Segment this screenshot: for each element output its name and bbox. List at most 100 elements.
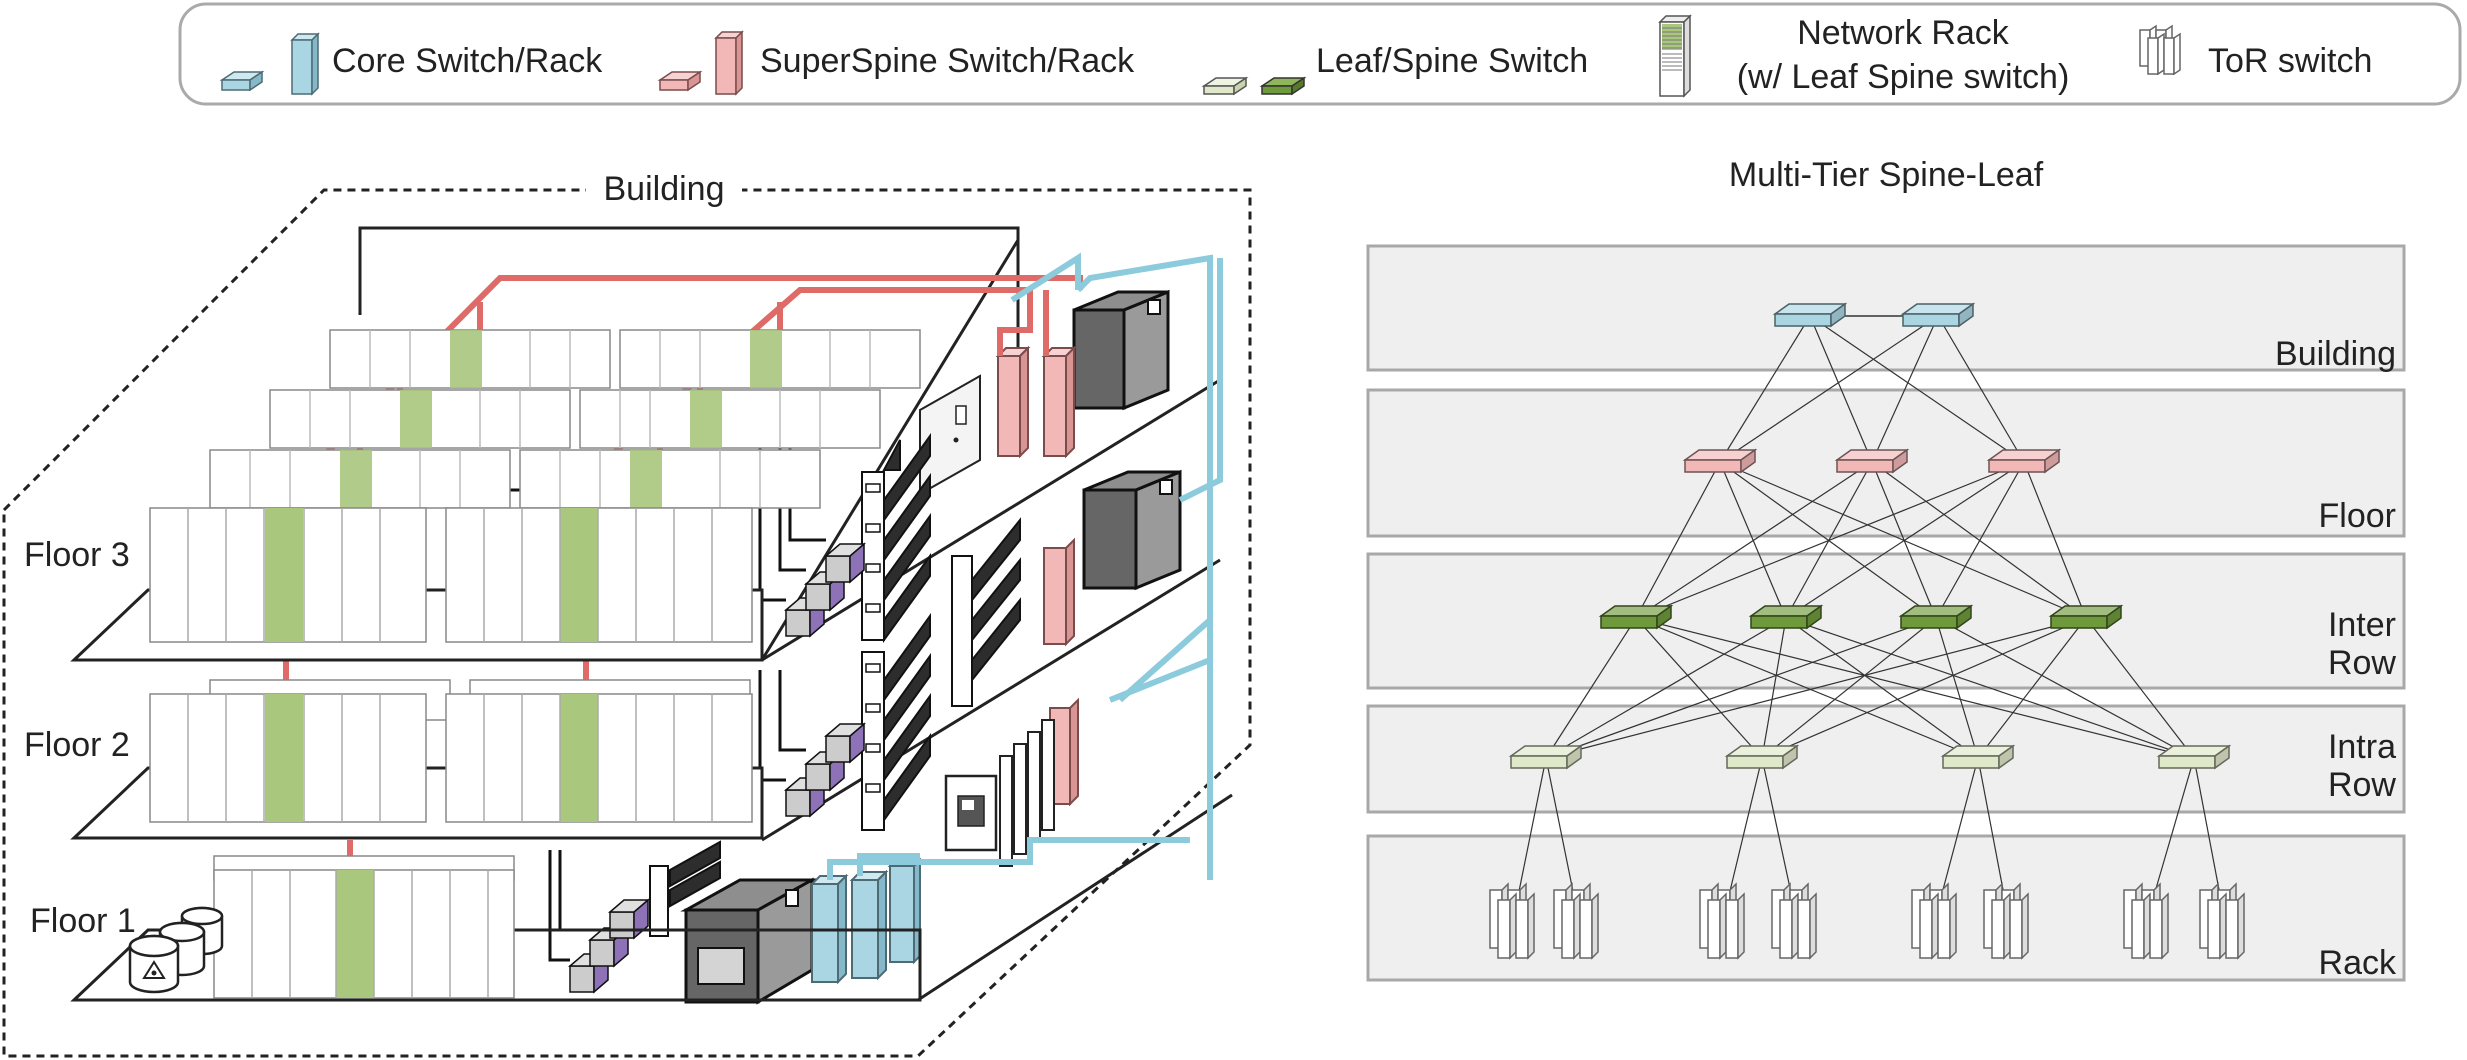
leaf-switch-2 [1724, 744, 1800, 770]
tor-switch-3 [1699, 882, 1745, 960]
superspine-switch-2-face [1836, 459, 1894, 473]
tor-switch-2-unit [1579, 899, 1593, 959]
tor-switch-4 [1771, 882, 1817, 960]
legend-superspine-label: SuperSpine Switch/Rack [760, 42, 1135, 80]
tor-switch-2-side [1573, 892, 1581, 960]
tor-switch-8-side [2219, 892, 2227, 960]
hazard-icon [142, 960, 166, 979]
legend-bar: Core Switch/Rack SuperSpine Switch/Rack … [178, 2, 2462, 106]
floor-3-rack-rows-far [209, 329, 921, 509]
network-rack-icon [1658, 14, 1692, 98]
spine-leaf-link [1935, 617, 1979, 759]
leaf-switch-1-face [1510, 755, 1568, 769]
tor-switch-4-unit [1797, 899, 1811, 959]
spine-switch-1-face [1656, 604, 1672, 630]
floor-3: Floor 3 [24, 329, 921, 662]
floor-2-label: Floor 2 [24, 726, 130, 764]
tor-switch-5-unit [1937, 899, 1951, 959]
spine-leaf-link [1635, 617, 2195, 759]
tor-switch-2 [1553, 882, 1599, 960]
tor-switch-7 [2123, 882, 2169, 960]
superspine-switch-icon [657, 30, 744, 96]
tor-switch-6 [1983, 882, 2029, 960]
superspine-switch-2-face [1892, 448, 1908, 474]
legend-core-label: Core Switch/Rack [332, 42, 603, 80]
spine-leaf-link [1935, 617, 2195, 759]
spine-switch-2-face [1806, 604, 1822, 630]
legend-network-rack-line1: Network Rack [1797, 14, 2010, 52]
spine-leaf-link [1635, 617, 1979, 759]
topology-diagram: Multi-Tier Spine-Leaf Building Floor Int… [1366, 156, 2406, 982]
superspine-spine-link [1635, 461, 1721, 619]
tier-label-floor: Floor [2319, 497, 2396, 535]
floor-2-rack-rows [149, 679, 753, 823]
superspine-spine-link [1871, 461, 2087, 619]
topology-nodes [1489, 302, 2245, 960]
core-switch-2 [1900, 302, 1976, 328]
tor-switch-7-side [2161, 892, 2169, 960]
leaf-switch-3-face [1998, 744, 2014, 770]
tor-switch-1-unit [1515, 899, 1529, 959]
patch-modules [567, 542, 867, 994]
core-cables [827, 252, 1223, 880]
superspine-spine-link [1635, 461, 2025, 619]
spine-switch-1 [1598, 604, 1674, 630]
floor-1: Floor 1 [30, 855, 922, 1002]
floor-1-rack-row [213, 855, 515, 999]
spine-leaf-link [1977, 617, 2087, 759]
spine-switch-3-face [1900, 615, 1958, 629]
tor-switch-8 [2199, 882, 2245, 960]
legend-network-rack-line2: (w/ Leaf Spine switch) [1737, 58, 2070, 96]
tor-switch-6-side [2003, 892, 2011, 960]
superspine-switch-3-face [1988, 459, 2046, 473]
leaf-switch-4-face [2158, 755, 2216, 769]
tor-switch-7-unit [2131, 899, 2145, 959]
tor-switch-4-side [1809, 892, 1817, 960]
core-switch-1 [1772, 302, 1848, 328]
tor-switch-3-side [1719, 892, 1727, 960]
spine-switch-1-face [1600, 615, 1658, 629]
leaf-switch-2-face [1782, 744, 1798, 770]
core-switch-1-face [1830, 302, 1846, 328]
floor-3-label: Floor 3 [24, 536, 130, 574]
superspine-spine-link [1719, 461, 1937, 619]
electrical-panel [919, 374, 981, 496]
cooling-unit-mid [1082, 469, 1182, 591]
superspine-switch-1 [1682, 448, 1758, 474]
spine-leaf-link [1761, 617, 2087, 759]
tier-label-inter-row-line1: Inter [2328, 606, 2396, 644]
spine-leaf-link [1635, 617, 1763, 759]
tor-switch-1 [1489, 882, 1535, 960]
building-outline [2, 188, 1252, 1058]
tor-switch-7-side [2143, 892, 2151, 960]
legend-leafspine-label: Leaf/Spine Switch [1316, 42, 1588, 80]
floor-3-rack-rows-front [149, 507, 753, 643]
tier-label-building: Building [2275, 335, 2396, 373]
superspine-racks-top [995, 345, 1077, 459]
tor-switch-5-side [1931, 892, 1939, 960]
spine-leaf-link [2085, 617, 2195, 759]
superspine-spine-link [1785, 461, 2025, 619]
tor-switch-5-unit [1919, 899, 1933, 959]
superspine-spine-link [1935, 461, 2025, 619]
tor-switch-6-unit [1991, 899, 2005, 959]
tier-panel-building [1366, 244, 2406, 372]
superspine-switch-1-face [1740, 448, 1756, 474]
superspine-spine-link [2023, 461, 2087, 619]
spine-leaf-link [1545, 617, 1937, 759]
tier-panel-inter-row [1366, 552, 2406, 690]
core-superspine-link [1809, 315, 2025, 463]
cooling-unit-top [1072, 289, 1170, 411]
spine-leaf-link [1545, 617, 1787, 759]
spine-leaf-link [1785, 617, 1979, 759]
building-label: Building [604, 170, 725, 208]
tor-switch-icon [2139, 24, 2181, 76]
tor-switch-3-side [1737, 892, 1745, 960]
superspine-spine-link [1635, 461, 1873, 619]
tor-switch-1-side [1527, 892, 1535, 960]
tier-label-intra-row-line2: Row [2328, 766, 2396, 804]
spine-leaf-link [1545, 617, 2087, 759]
core-superspine-link [1809, 315, 1873, 463]
